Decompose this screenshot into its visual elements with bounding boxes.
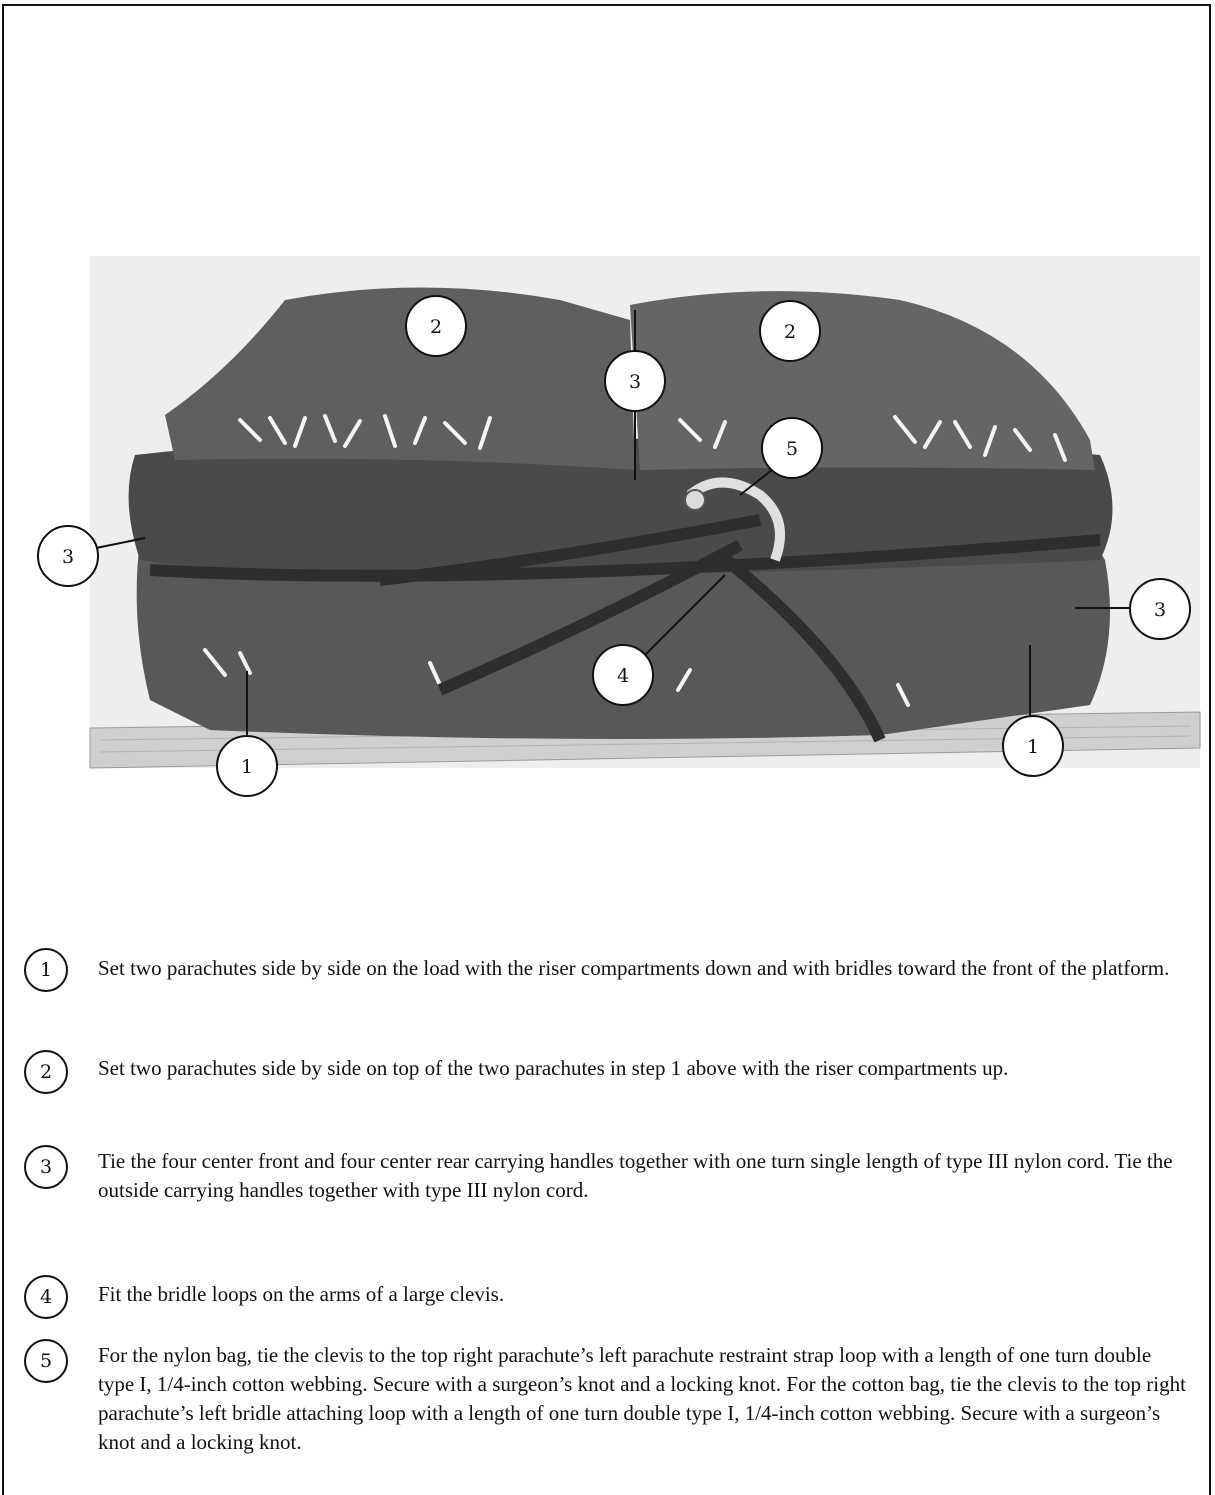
callout-3-center: 3 — [605, 351, 665, 411]
callout-2-right: 2 — [760, 301, 820, 361]
step-text: Set two parachutes side by side on top o… — [98, 1054, 1188, 1083]
step-number: 2 — [24, 1050, 68, 1094]
callout-2-left: 2 — [406, 296, 466, 356]
svg-text:1: 1 — [241, 756, 253, 778]
callout-1-left: 1 — [217, 736, 277, 796]
svg-text:1: 1 — [1027, 736, 1039, 758]
step-number: 5 — [24, 1339, 68, 1383]
step-text: Set two parachutes side by side on the l… — [98, 954, 1188, 983]
step-text: Tie the four center front and four cente… — [98, 1147, 1188, 1205]
svg-text:3: 3 — [629, 371, 641, 393]
callout-1-right: 1 — [1003, 716, 1063, 776]
svg-text:2: 2 — [784, 321, 796, 343]
svg-text:2: 2 — [430, 316, 442, 338]
svg-text:3: 3 — [1154, 599, 1166, 621]
step-number: 3 — [24, 1145, 68, 1189]
step-text: For the nylon bag, tie the clevis to the… — [98, 1341, 1188, 1457]
step-number: 4 — [24, 1275, 68, 1319]
callout-3-left: 3 — [38, 526, 98, 586]
callout-3-right: 3 — [1130, 579, 1190, 639]
callout-5: 5 — [762, 418, 822, 478]
step-number: 1 — [24, 948, 68, 992]
svg-text:5: 5 — [786, 438, 798, 460]
step-text: Fit the bridle loops on the arms of a la… — [98, 1280, 1188, 1309]
callout-4: 4 — [593, 645, 653, 705]
parachute-photo: 1 1 2 2 3 3 3 4 5 — [0, 0, 1215, 860]
svg-text:3: 3 — [62, 546, 74, 568]
svg-text:4: 4 — [617, 665, 629, 687]
